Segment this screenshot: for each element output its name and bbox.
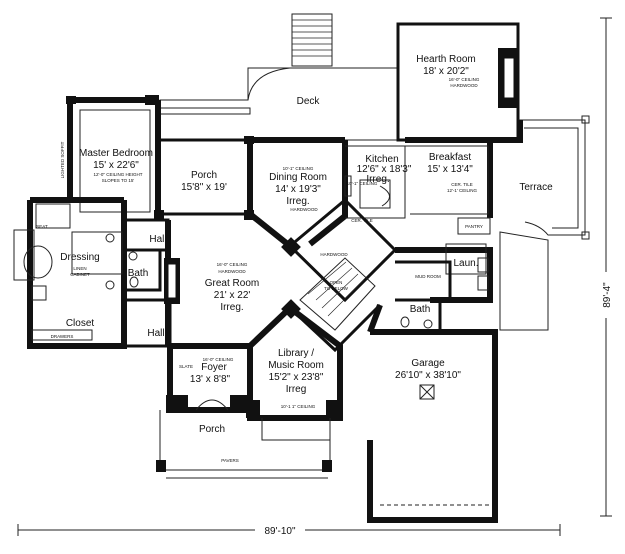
dining-room-dims: 14' x 19'3" [275, 184, 321, 195]
closet-drawers: DRAWERS [51, 334, 74, 339]
garage [367, 303, 498, 523]
library-name: Library / [278, 348, 314, 359]
hall-top-name: Hall [149, 234, 166, 245]
laundry-mud-area [395, 243, 493, 303]
dressing-note-1: LINEN [73, 266, 86, 271]
dining-room-floor: HARDWOOD [290, 207, 318, 212]
deck-outline [159, 67, 399, 141]
garage-name: Garage [411, 358, 445, 369]
great-room-dims: 21' x 22' [214, 290, 251, 301]
library-dims: 15'2" x 23'8" [269, 372, 324, 383]
overall-depth-label: 89'-4" [602, 282, 613, 308]
pantry-name: PANTRY [465, 224, 483, 229]
kitchen [344, 145, 406, 219]
hall-bottom-name: Hall [147, 328, 164, 339]
mud-room-name: MUD ROOM [415, 274, 441, 279]
library-ceiling: 10'-1 1" CEILING [281, 404, 316, 409]
closet [27, 300, 127, 349]
laundry-name: Laun. [453, 258, 478, 269]
great-room-name: Great Room [205, 278, 259, 289]
breakfast-floor: CER. TILE [451, 182, 472, 187]
great-room-ceiling: 16'-0" CEILING [217, 262, 248, 267]
great-room-floor: HARDWOOD [218, 269, 246, 274]
library-shape: Irreg [286, 384, 307, 395]
overall-width-label: 89'-10" [264, 526, 295, 537]
terrace [499, 115, 590, 331]
hearth-room [396, 22, 520, 142]
porch-front-floor: PAVERS [221, 458, 239, 463]
foyer-floor: SLATE [179, 364, 193, 369]
breakfast-room [405, 120, 523, 235]
hall-bottom [124, 298, 172, 348]
porch-front-name: Porch [199, 424, 225, 435]
foyer-dims: 13' x 8'8" [190, 374, 231, 385]
hearth-room-ceiling: 16'-0" CEILING [449, 77, 480, 82]
dining-room-name: Dining Room [269, 172, 327, 183]
great-room-shape: Irreg. [220, 302, 243, 313]
library-name-2: Music Room [268, 360, 324, 371]
hearth-room-dims: 18' x 20'2" [423, 66, 469, 77]
hearth-room-name: Hearth Room [416, 54, 475, 65]
master-bedroom-dims: 15' x 22'6" [93, 160, 139, 171]
terrace-name: Terrace [519, 182, 553, 193]
kitchen-ceiling: 10'-1" CEILING [347, 181, 378, 186]
foyer-name: Foyer [201, 362, 227, 373]
deck-stairs [291, 13, 333, 67]
master-bedroom-soffit: LIGHTED SOFFIT [60, 141, 65, 178]
closet-name: Closet [66, 318, 95, 329]
width-dimension-line: 89'-10" [17, 523, 561, 537]
bath-left [124, 248, 162, 292]
library-music-room [246, 305, 343, 441]
dining-room-shape: Irreg. [286, 196, 309, 207]
kitchen-shape: Irreg. [366, 174, 389, 185]
dressing-name: Dressing [60, 252, 99, 263]
master-bedroom-ceiling-1: 12'-0" CEILING HEIGHT [94, 172, 143, 177]
master-bedroom [66, 95, 161, 220]
depth-dimension-line: 89'-4" [599, 17, 613, 517]
deck-name: Deck [297, 96, 321, 107]
porch-top-dims: 15'8" x 19' [181, 182, 227, 193]
garage-dims: 26'10" x 38'10" [395, 370, 461, 381]
stair-below: TO BELOW [324, 286, 348, 291]
dressing-seat: SEAT [36, 224, 48, 229]
stair-open: OPEN [330, 280, 343, 285]
master-bedroom-name: Master Bedroom [79, 148, 153, 159]
hearth-room-floor: HARDWOOD [450, 83, 478, 88]
breakfast-name: Breakfast [429, 152, 471, 163]
breakfast-dims: 15' x 13'4" [427, 164, 473, 175]
room-labels: Hearth Room 18' x 20'2" 16'-0" CEILING H… [36, 54, 553, 463]
stair-floor: HARDWOOD [320, 252, 348, 257]
bath-left-name: Bath [128, 268, 149, 279]
stair-area [287, 197, 398, 353]
dressing-note-2: CABINET [70, 272, 90, 277]
kitchen-name: Kitchen [365, 154, 398, 165]
porch-top-name: Porch [191, 170, 217, 181]
porch-front [156, 410, 332, 479]
foyer-ceiling: 16'-0" CEILING [203, 357, 234, 362]
kitchen-dims: 12'6" x 18'3" [357, 164, 412, 175]
breakfast-ceiling: 12'-1' CEILING [447, 188, 477, 193]
dining-room-ceiling: 10'-1" CEILING [283, 166, 314, 171]
kitchen-floor: CER. TILE [351, 218, 372, 223]
bath-right-name: Bath [410, 304, 431, 315]
master-bedroom-ceiling-2: SLOPES TO 15' [102, 178, 135, 183]
